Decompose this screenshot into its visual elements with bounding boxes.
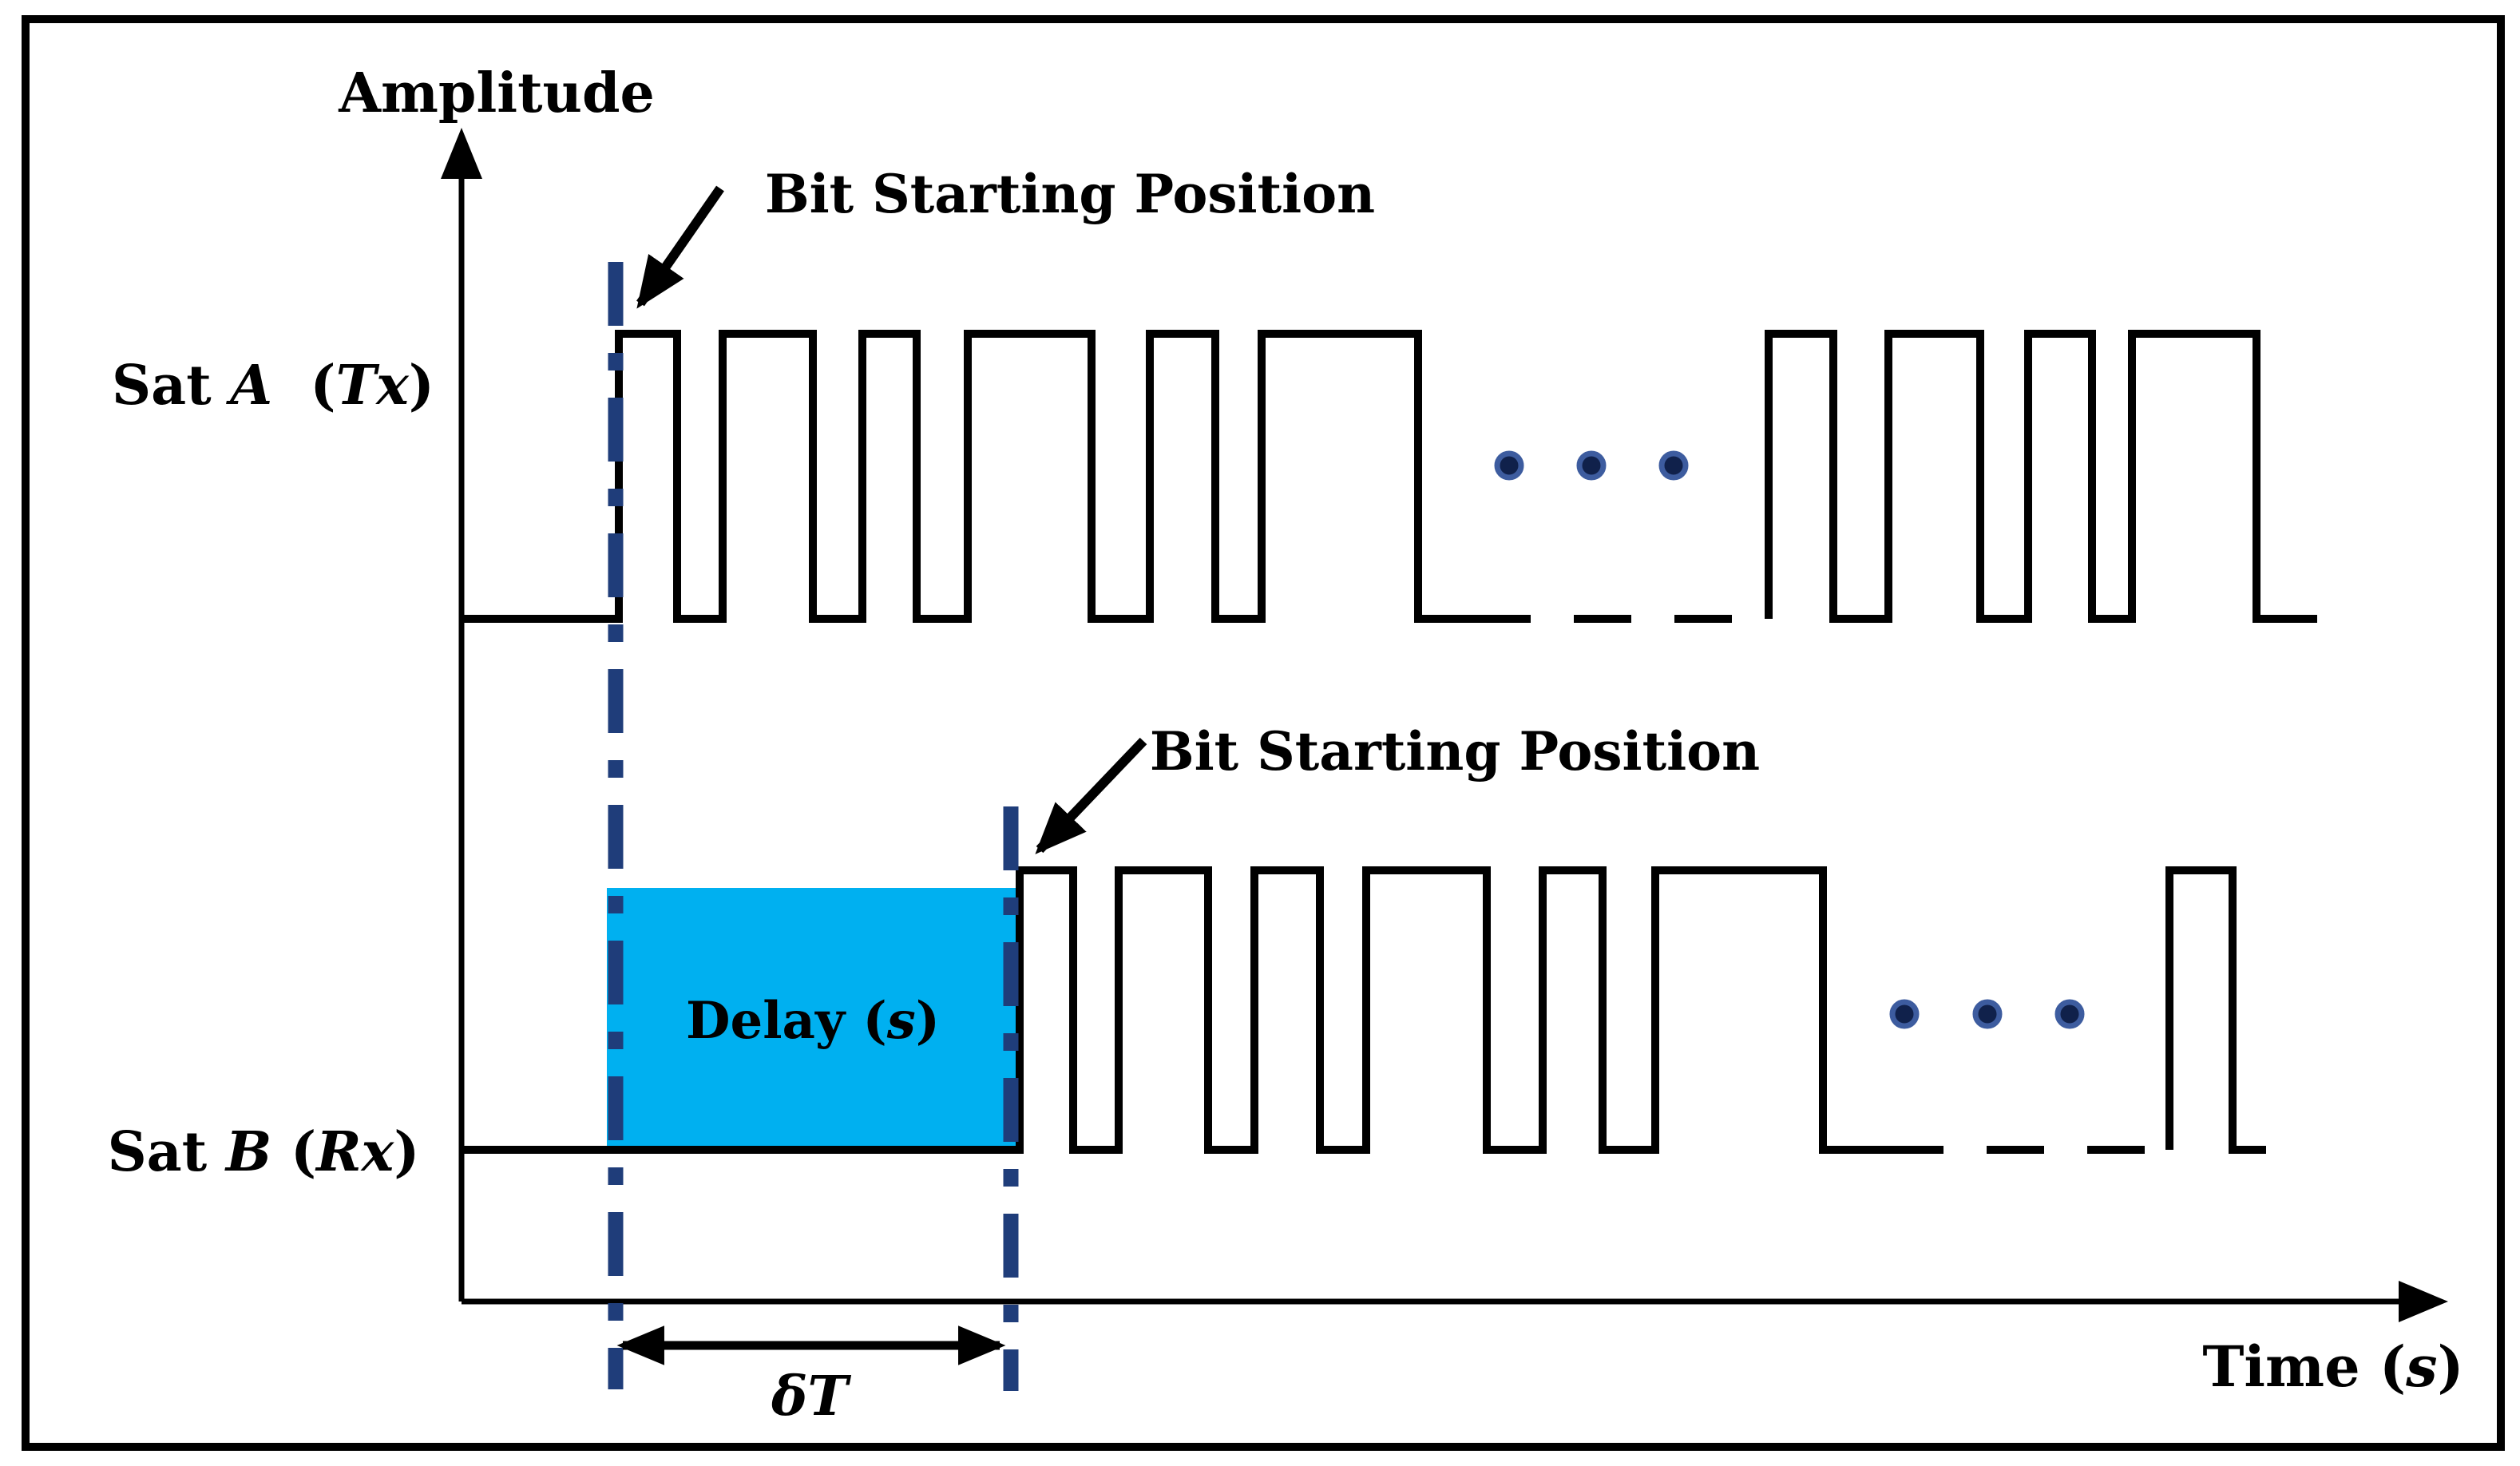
sat-b-ellipsis-dot-icon [1889, 999, 1920, 1029]
sat-a-tx-label: Sat A (Tx) [112, 354, 434, 418]
bit-start-arrow-top-icon [636, 185, 724, 309]
time-axis-arrowhead-icon [2399, 1281, 2448, 1322]
bit-starting-position-label-bottom: Bit Starting Position [1150, 720, 1760, 783]
sat-a-ellipsis-dot-icon [1494, 450, 1524, 481]
sat-b-waveform [462, 866, 2266, 1154]
annotation-arrows-group [616, 185, 1147, 1365]
time-axis-label: Time (s) [2202, 1333, 2463, 1400]
delay-label: Delay (s) [686, 991, 940, 1051]
sat-b-ellipsis-dot-icon [1972, 999, 2003, 1029]
delay-region [607, 888, 1016, 1150]
amplitude-axis-label: Amplitude [338, 61, 655, 125]
waveforms-group [462, 330, 2317, 1154]
axes-group [441, 128, 2448, 1322]
reference-lines-group [608, 262, 1019, 1391]
bit-starting-position-label-top: Bit Starting Position [765, 163, 1375, 225]
sat-a-ellipsis-dot-icon [1658, 450, 1689, 481]
amplitude-axis-arrowhead-icon [441, 128, 482, 179]
sat-b-ellipsis-dot-icon [2054, 999, 2085, 1029]
sat-b-rx-label: Sat B (Rx) [108, 1120, 420, 1184]
sat-a-ellipsis-dot-icon [1576, 450, 1607, 481]
delta-t-label: δT [771, 1365, 851, 1428]
delay-region-group [607, 888, 1016, 1150]
figure-frame [22, 15, 2505, 1451]
sat-a-waveform [462, 330, 2317, 623]
labels-group: Amplitude Bit Starting Position Sat A (T… [108, 61, 2464, 1428]
bit-start-arrow-bottom-icon [1035, 737, 1147, 854]
figure-frame-group [22, 15, 2505, 1451]
